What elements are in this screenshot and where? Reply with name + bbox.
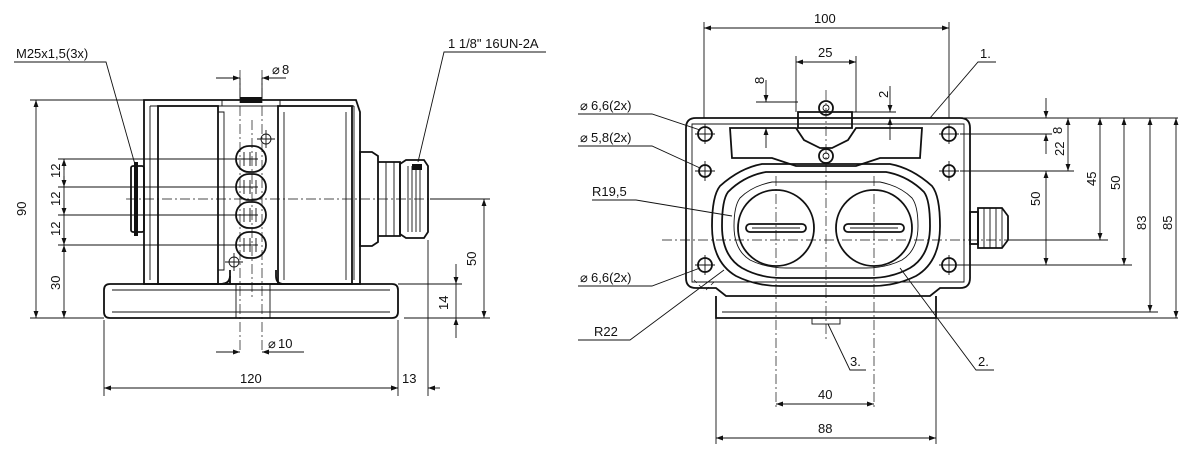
dim-front-right-8: 8 (1050, 127, 1065, 134)
callout-front-item-2-text: 2. (978, 354, 989, 369)
dim-side-connector-height: 50 (404, 198, 490, 319)
side-top-tab (240, 97, 262, 103)
dim-side-pitch-3: 12 (48, 222, 63, 236)
dim-side-pitch-2: 12 (48, 192, 63, 206)
callout-front-radius-outer: R22 (578, 269, 725, 341)
callout-front-item-3: 3. (827, 323, 866, 371)
dim-front-lever-gap: 2 (852, 86, 896, 140)
callout-front-item-3-text: 3. (850, 354, 861, 369)
dim-side-pitch-1: 12 (48, 164, 63, 178)
callout-front-item-1: 1. (929, 46, 996, 119)
side-view: ⌀ 8 ⌀ 10 90 12 12 12 (14, 36, 546, 396)
dim-front-width-top-value: 100 (814, 11, 836, 26)
dim-front-right-50a: 50 (1108, 176, 1123, 190)
side-centerlines (126, 70, 440, 350)
callout-front-hole-bottom-symbol: ⌀ (580, 270, 588, 285)
callout-front-hole-top: ⌀ 6,6(2x) (578, 98, 701, 131)
front-inner-window (711, 163, 941, 287)
front-centerlines (662, 90, 1016, 410)
front-bottom-detail (693, 279, 717, 291)
callout-front-item-2: 2. (899, 267, 994, 371)
dim-side-connector-offset-value: 13 (402, 371, 416, 386)
dim-side-dia-top: ⌀ 8 (216, 62, 289, 100)
dim-side-dia-bottom: ⌀ 10 (216, 336, 304, 355)
dim-front-lever-offset-value: 8 (752, 77, 767, 84)
side-housing (143, 97, 361, 285)
dim-front-width-40-value: 40 (818, 387, 832, 402)
side-cable-entries (225, 130, 275, 271)
dim-front-width-top: 100 (703, 11, 950, 118)
dim-front-right-85: 85 (1160, 216, 1175, 230)
dim-front-center-gap: 25 (795, 45, 857, 112)
callout-connector-thread-text: 1 1/8" 16UN-2A (448, 36, 539, 51)
dim-front-width-88-value: 88 (818, 421, 832, 436)
dim-side-dia-bottom-symbol: ⌀ (268, 336, 276, 351)
dim-side-dia-top-symbol: ⌀ (272, 62, 280, 77)
dim-side-height-total-value: 90 (14, 202, 29, 216)
callout-thread-gland: M25x1,5(3x) (14, 46, 137, 169)
callout-thread-gland-text: M25x1,5(3x) (16, 46, 88, 61)
dim-side-foot-height: 14 (398, 264, 462, 338)
dim-front-right-83: 83 (1134, 216, 1149, 230)
front-right-connector (969, 207, 1009, 249)
callout-front-hole-bottom-text: 6,6(2x) (591, 270, 631, 285)
dim-side-width-base: 120 (103, 240, 429, 396)
front-mount-holes (695, 124, 959, 275)
dim-front-width-88: 88 (715, 318, 937, 444)
callout-front-radius-outer-text: R22 (594, 324, 618, 339)
dim-side-height-total: 90 (14, 99, 144, 319)
callout-front-hole-mid-text: 5,8(2x) (591, 130, 631, 145)
dim-front-width-40: 40 (776, 387, 874, 407)
callout-front-radius-inner-text: R19,5 (592, 184, 627, 199)
dim-side-base-height-value: 30 (48, 276, 63, 290)
callout-front-hole-mid: ⌀ 5,8(2x) (578, 130, 701, 169)
dim-side-dia-top-value: 8 (282, 62, 289, 77)
dim-side-foot-height-value: 14 (436, 296, 451, 310)
callout-front-hole-bottom: ⌀ 6,6(2x) (578, 267, 701, 287)
callout-front-item-1-text: 1. (980, 46, 991, 61)
callout-front-hole-top-symbol: ⌀ (580, 98, 588, 113)
callout-connector-thread: 1 1/8" 16UN-2A (417, 36, 546, 163)
dim-front-right-45: 45 (1084, 172, 1099, 186)
dim-front-lever-gap-value: 2 (876, 91, 891, 98)
callout-front-hole-top-text: 6,6(2x) (591, 98, 631, 113)
dim-side-connector-height-value: 50 (464, 252, 479, 266)
dim-side-base-height: 30 (48, 245, 67, 318)
dim-side-pitch: 12 12 12 (48, 158, 244, 246)
dim-front-center-gap-value: 25 (818, 45, 832, 60)
dim-front-right-stack: 8 22 50 45 50 83 (930, 98, 1179, 319)
dim-side-width-base-value: 120 (240, 371, 262, 386)
dim-side-dia-bottom-value: 10 (278, 336, 292, 351)
callout-front-radius-inner: R19,5 (592, 184, 733, 217)
side-base-flange (103, 275, 399, 319)
dim-front-right-22: 22 (1052, 142, 1067, 156)
dim-front-right-50b: 50 (1028, 192, 1043, 206)
front-view: 100 25 8 2 8 (578, 11, 1179, 444)
callout-front-hole-mid-symbol: ⌀ (580, 130, 588, 145)
dim-front-lever-offset: 8 (752, 77, 798, 148)
dim-side-connector-offset: 13 (388, 371, 440, 391)
